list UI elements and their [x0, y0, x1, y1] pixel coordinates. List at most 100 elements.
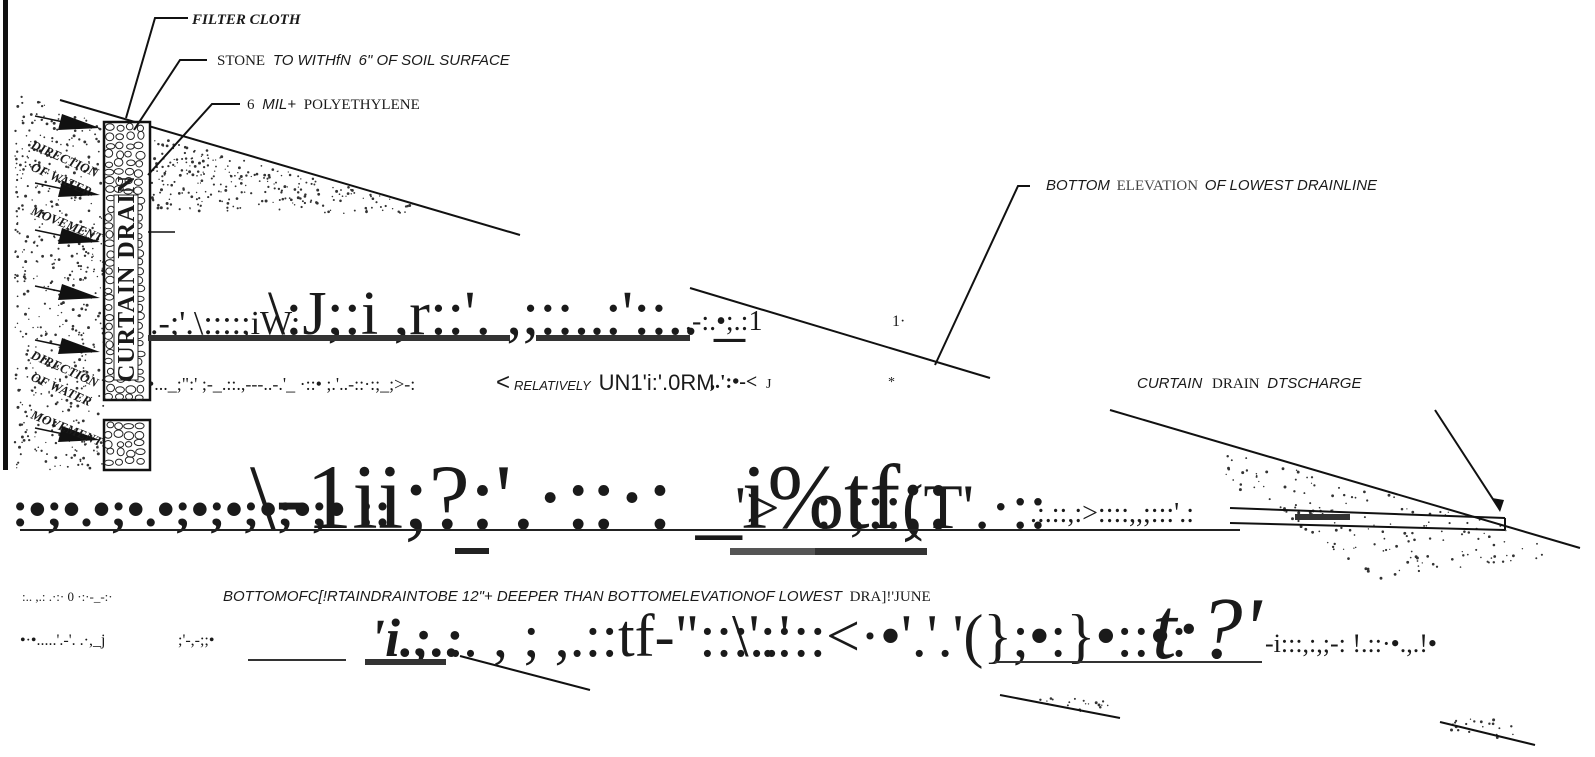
stipple-dot [243, 159, 246, 162]
stipple-dot [161, 152, 164, 155]
stipple-dot [253, 173, 256, 177]
garbled-row1-tail: .-:.•;.:1 [685, 306, 762, 337]
stipple-dot [67, 244, 70, 247]
stipple-dot [1482, 725, 1484, 728]
stipple-dot [1297, 511, 1301, 515]
stipple-dot [68, 335, 70, 337]
stipple-dot [226, 209, 229, 212]
stipple-dot [19, 169, 21, 172]
stipple-dot [1467, 531, 1471, 534]
stipple-dot [25, 135, 28, 137]
stipple-dot [152, 199, 155, 202]
stipple-dot [1084, 703, 1087, 705]
stipple-dot [43, 136, 46, 139]
stipple-dot [226, 206, 229, 209]
stipple-dot [45, 122, 49, 126]
stipple-dot [1440, 530, 1443, 533]
stipple-dot [21, 404, 24, 406]
stipple-dot [174, 165, 176, 167]
stipple-dot [34, 240, 36, 242]
stipple-dot [66, 227, 70, 231]
stipple-dot [72, 171, 76, 175]
stipple-dot [264, 190, 267, 194]
stipple-dot [40, 104, 44, 108]
stipple-dot [40, 334, 43, 337]
stipple-dot [98, 395, 101, 397]
stipple-dot [370, 206, 373, 209]
stipple-dot [182, 188, 185, 191]
stipple-dot [80, 176, 82, 178]
stipple-dot [21, 121, 25, 125]
stipple-dot [16, 467, 18, 469]
stone-fill [133, 178, 143, 186]
stipple-dot [24, 161, 27, 164]
stipple-dot [206, 154, 209, 157]
stipple-dot [1230, 459, 1233, 462]
stipple-dot [311, 177, 315, 181]
stipple-dot [92, 232, 95, 235]
stipple-dot [79, 220, 83, 224]
stipple-dot [97, 140, 101, 143]
garbled-row3-end: .:.::,:>::::,,;:::'.: [1030, 498, 1194, 529]
stipple-dot [98, 311, 102, 315]
stipple-dot [41, 223, 44, 225]
stipple-dot [1477, 537, 1480, 540]
stipple-dot [239, 175, 243, 178]
stipple-dot [214, 159, 217, 161]
stipple-dot [257, 203, 260, 206]
stipple-dot [91, 253, 94, 255]
stipple-dot [84, 385, 87, 387]
stipple-dot [95, 137, 98, 141]
stipple-dot [92, 270, 95, 273]
stipple-dot [212, 175, 215, 178]
stipple-dot [379, 195, 381, 197]
stipple-dot [24, 270, 27, 272]
garbled-row5-big: .. , ; ,.::tf-":::..' [448, 603, 790, 669]
stipple-dot [1483, 532, 1485, 535]
stipple-dot [1099, 705, 1102, 709]
stipple-dot [49, 340, 53, 343]
stipple-dot [1510, 559, 1512, 562]
stone-fill [123, 423, 135, 430]
stipple-dot [272, 201, 274, 204]
stipple-dot [1255, 475, 1258, 478]
water-arrow-head [58, 426, 100, 442]
stipple-dot [54, 420, 57, 424]
stipple-dot [1046, 700, 1048, 702]
stipple-dot [1400, 507, 1404, 511]
stipple-dot [90, 396, 93, 399]
stipple-dot [331, 195, 334, 198]
stipple-dot [77, 315, 79, 317]
stipple-dot [85, 370, 87, 372]
stipple-dot [76, 400, 78, 402]
stipple-dot [57, 199, 60, 201]
stipple-dot [219, 157, 221, 159]
stipple-dot [1475, 548, 1478, 551]
stipple-dot [1262, 485, 1265, 488]
stipple-dot [97, 314, 100, 318]
stipple-dot [99, 260, 102, 262]
stipple-dot [350, 193, 353, 195]
stipple-dot [339, 199, 342, 203]
stipple-dot [228, 171, 231, 174]
stipple-dot [1068, 701, 1071, 704]
stipple-dot [1094, 701, 1098, 705]
stipple-dot [1331, 545, 1335, 549]
stipple-dot [51, 424, 55, 427]
stipple-dot [51, 433, 54, 437]
stipple-dot [51, 366, 53, 369]
stipple-dot [1469, 718, 1472, 720]
stipple-dot [1459, 566, 1462, 568]
stipple-dot [1506, 554, 1508, 557]
stipple-dot [15, 157, 18, 161]
stipple-dot [1462, 554, 1465, 557]
stipple-dot [1097, 703, 1101, 707]
garbled-row4-left: :.. ,.: .·:· 0 ·:·-_-:· [22, 589, 113, 604]
stipple-dot [101, 267, 103, 269]
stipple-dot [54, 236, 56, 239]
stipple-dot [244, 184, 247, 187]
stipple-dot [301, 200, 304, 203]
stipple-dot [1431, 562, 1435, 566]
stipple-dot [23, 273, 26, 276]
stipple-dot [55, 203, 59, 206]
